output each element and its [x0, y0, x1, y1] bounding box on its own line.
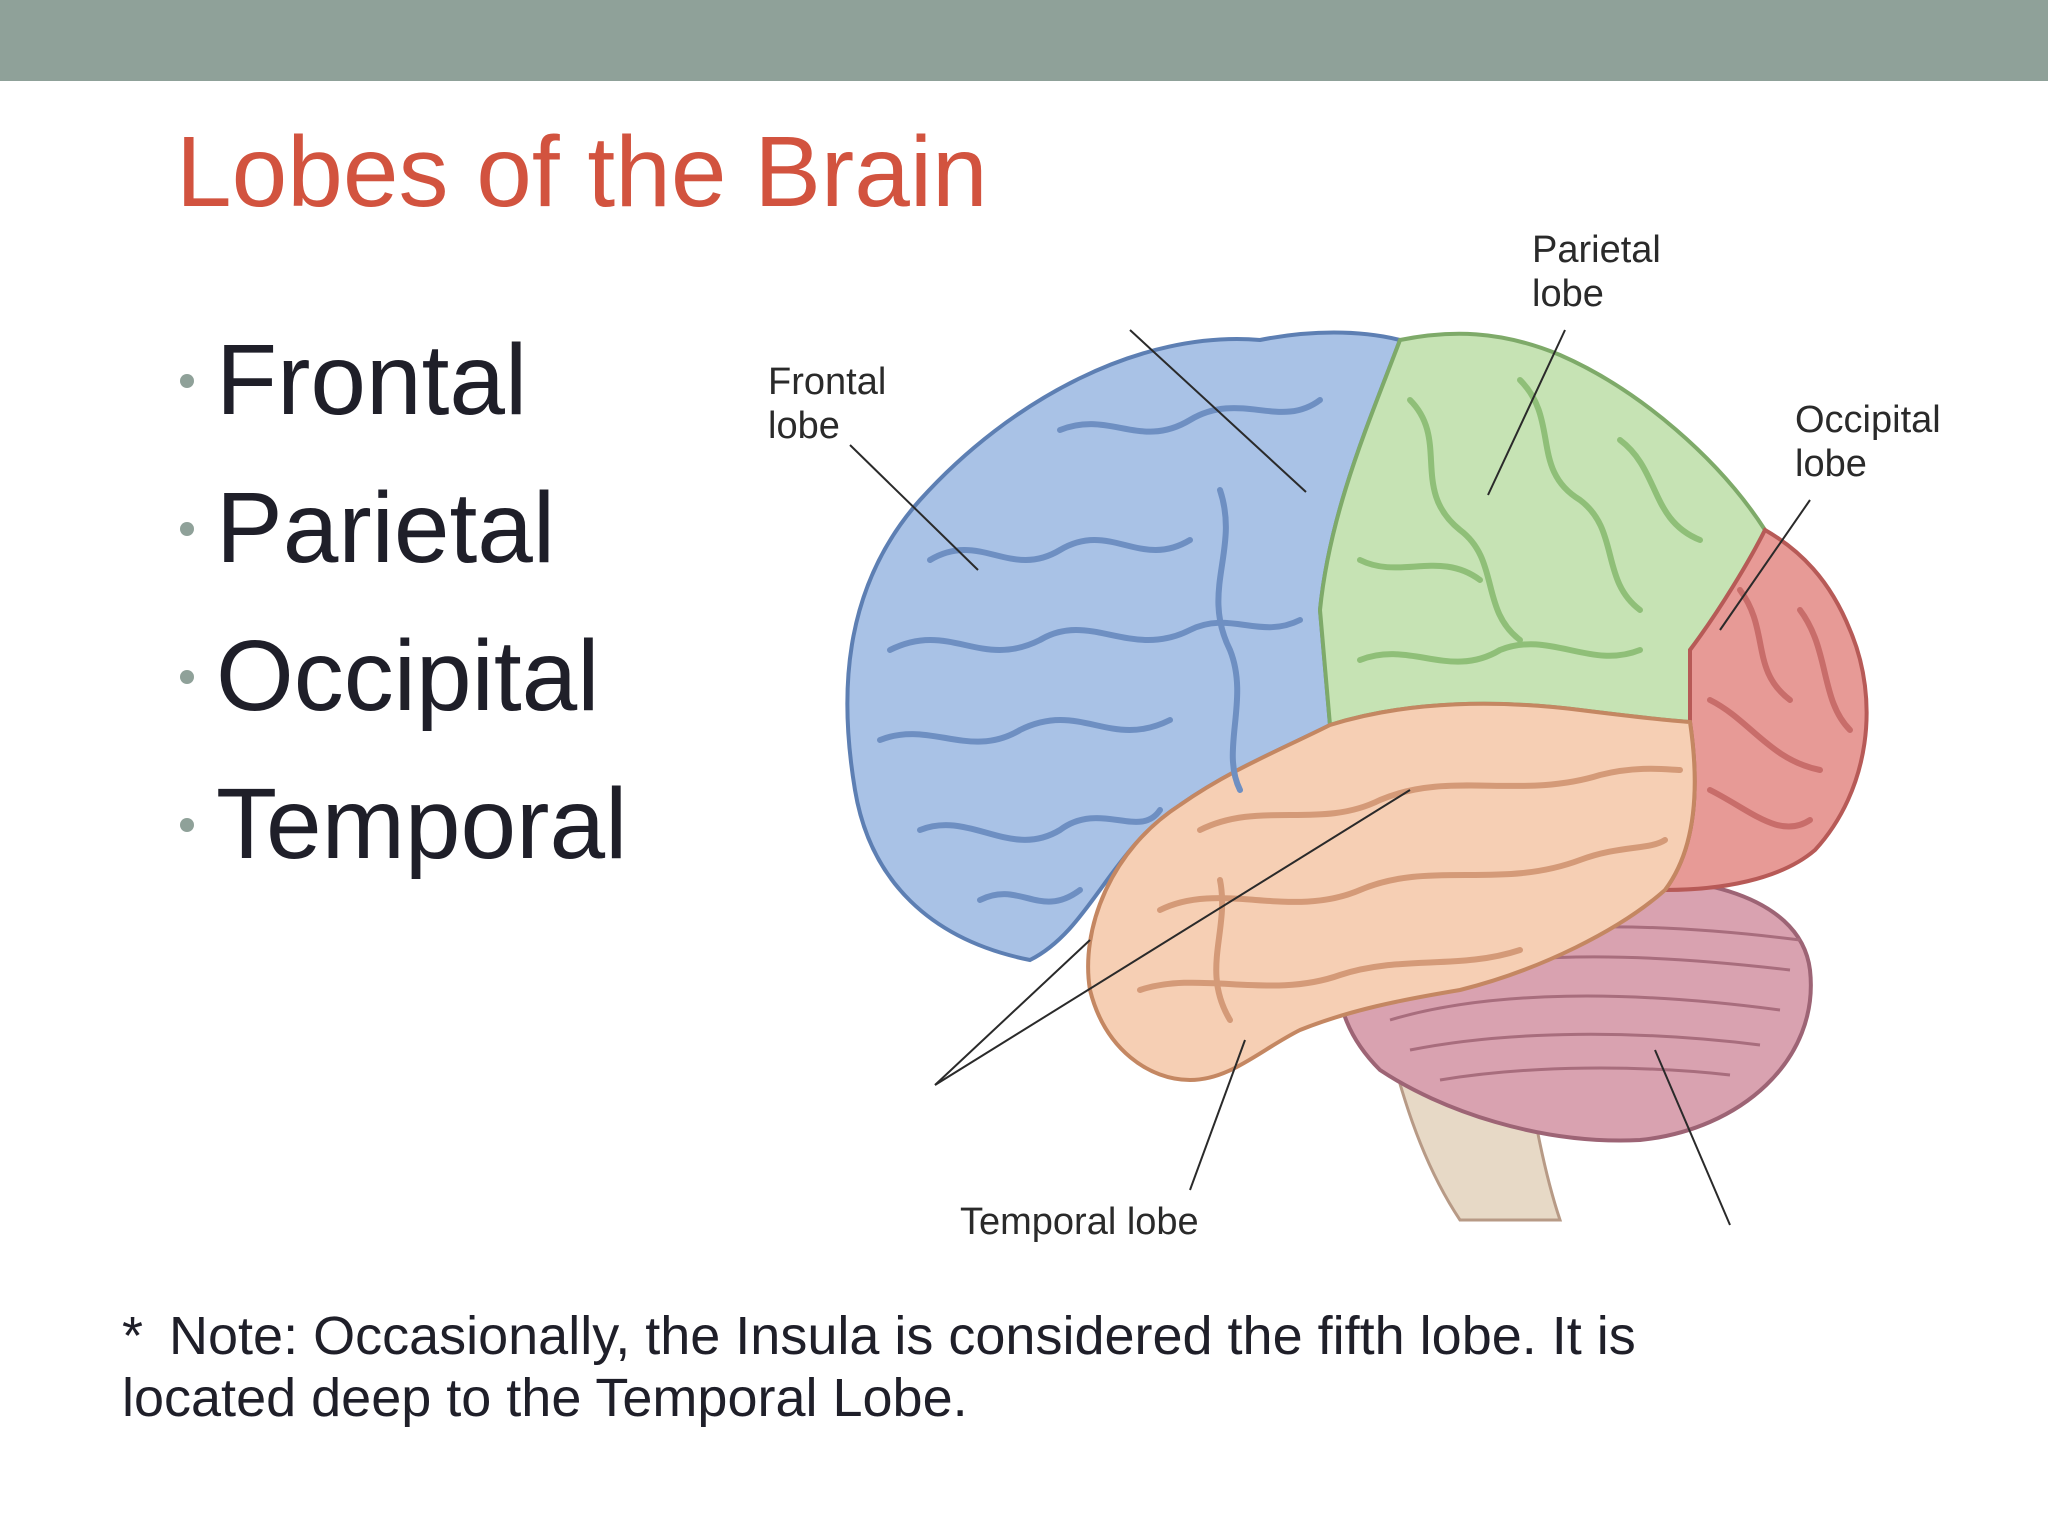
frontal-lobe-label: Frontal [768, 361, 886, 403]
occipital-lobe-label: lobe [1795, 443, 1867, 485]
insula-note: *Note: Occasionally, the Insula is consi… [122, 1305, 1802, 1429]
temporal-gyri [1137, 765, 1683, 1023]
top-bar [0, 0, 2048, 81]
note-asterisk: * [122, 1306, 144, 1366]
brain-diagram-svg: Frontal lobe Parietal lobe Occipital lob… [768, 230, 1941, 1243]
bullet-dot-icon [180, 374, 194, 388]
temporal-lobe-label: Temporal lobe [960, 1201, 1199, 1243]
parietal-lobe-label: Parietal [1532, 230, 1661, 271]
bullet-text: Frontal [216, 324, 528, 436]
note-text: Note: Occasionally, the Insula is consid… [122, 1306, 1636, 1428]
occipital-lobe [1661, 527, 1869, 893]
brain-diagram: Frontal lobe Parietal lobe Occipital lob… [760, 230, 1960, 1250]
parietal-gyri [1357, 377, 1703, 665]
occipital-lobe-label: Occipital [1795, 399, 1941, 441]
bullet-text: Parietal [216, 472, 556, 584]
leader-lines [849, 329, 1811, 1226]
bullet-text: Occipital [216, 620, 600, 732]
bullet-dot-icon [180, 818, 194, 832]
bullet-dot-icon [180, 670, 194, 684]
occipital-gyri [1707, 587, 1853, 830]
bullet-dot-icon [180, 522, 194, 536]
slide-title: Lobes of the Brain [176, 116, 988, 228]
frontal-lobe-label: lobe [768, 405, 840, 447]
parietal-lobe-label: lobe [1532, 273, 1604, 315]
bullet-text: Temporal [216, 768, 628, 880]
frontal-gyri [877, 397, 1323, 905]
